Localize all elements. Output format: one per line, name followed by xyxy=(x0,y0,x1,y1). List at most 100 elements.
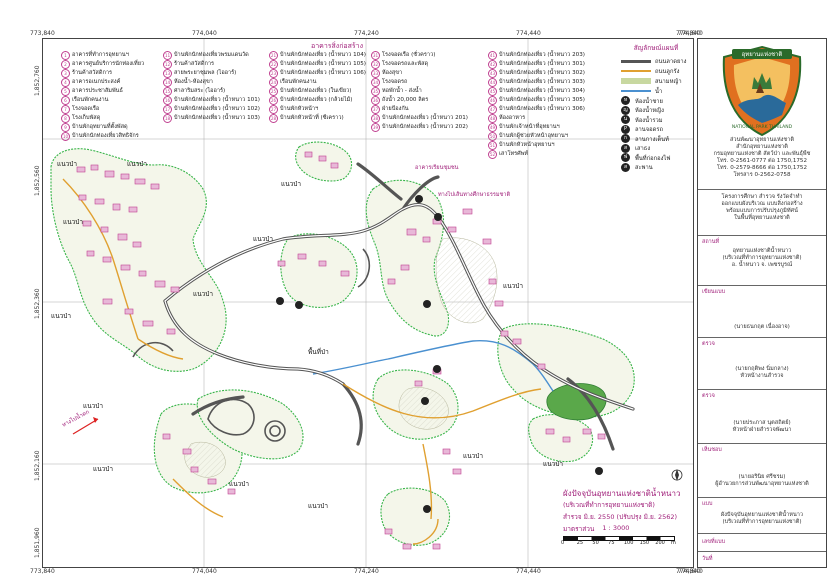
legend-item-label: บ้านพักนักท่องเที่ยว (น้ำหนาว 104) xyxy=(280,51,366,58)
symbol-label: เสาธง xyxy=(635,146,651,153)
drafter-name: (นายธนกฤต เนื่องอาจ) xyxy=(734,324,790,330)
legend-item-label: บ้านพักนักท่องเที่ยว (น้ำหนาว 102) xyxy=(174,105,260,112)
bottom-coordinate: 774,840 xyxy=(676,568,701,575)
legend-number-badge: 8 xyxy=(61,114,70,123)
drawing-section: แบบ ผังปัจจุบันอุทยานแห่งชาติน้ำหนาว (บร… xyxy=(698,497,826,534)
project-section: โครงการศึกษา สำรวจ รังวัดจำทำ ออกแบบผังบ… xyxy=(698,189,826,236)
legend-item-label: เรือนพักคนงาน xyxy=(280,78,317,85)
drawing-number-section: เลขที่แบบ xyxy=(698,533,826,552)
site-label: สถานที่ xyxy=(702,239,720,245)
symbol-label: ห้องน้ำหญิง xyxy=(635,108,664,115)
line-swatch-icon xyxy=(621,78,651,84)
legend-number-badge: 50 xyxy=(488,132,497,141)
legend-item-label: โรงจอดเรือ (ชั่วคราว) xyxy=(382,51,436,58)
map-symbol-icon: ส xyxy=(621,162,630,172)
site-section: สถานที่ อุทยานแห่งชาติน้ำหนาว (บริเวณที่… xyxy=(698,235,826,286)
forest-west xyxy=(50,148,227,372)
symbol-label: สะพาน xyxy=(635,165,653,172)
scale-tick-label: 200 xyxy=(655,540,665,546)
symbol-icon-row: ส สะพาน xyxy=(621,162,691,173)
map-icons xyxy=(276,195,603,513)
symbol-label: ห้องน้ำชาย xyxy=(635,98,663,105)
symbol-label: ถนนลูกรัง xyxy=(655,69,680,75)
site-map[interactable] xyxy=(43,39,693,567)
legend-number-badge: 14 xyxy=(163,78,172,87)
bottom-coordinate: 774,440 xyxy=(516,568,541,575)
legend-number-badge: 13 xyxy=(163,69,172,78)
forest-label: แนวป่า xyxy=(503,282,524,290)
symbol-line-row: สนามหญ้า xyxy=(621,76,691,86)
symbol-line-row: ถนนลูกรัง xyxy=(621,66,691,76)
forest-label: แนวป่า xyxy=(543,460,564,468)
symbol-label: ถนนลาดยาง xyxy=(655,59,687,65)
project-line: ในพื้นที่อุทยานแห่งชาติ xyxy=(734,215,790,221)
drafter-label: เขียนแบบ xyxy=(702,289,726,295)
legend-number-badge: 16 xyxy=(163,96,172,105)
legend-item-label: บ้านพักนักท่องเที่ยว (น้ำหนาว 203) xyxy=(499,51,585,58)
forest-label: แนวป่า xyxy=(463,452,484,460)
symbol-label: ลานจอดรถ xyxy=(635,127,664,134)
legend-number-badge: 31 xyxy=(371,51,380,60)
top-coordinate: 774,440 xyxy=(516,30,541,37)
forest-label: แนวป่า xyxy=(308,502,329,510)
forest-label: แนวป่า xyxy=(93,465,114,473)
legend-item-label: ฝ่ายป้องกัน xyxy=(382,105,409,112)
scale-value: 1 : 3000 xyxy=(602,524,630,532)
legend-number-badge: 22 xyxy=(269,60,278,69)
legend-number-badge: 6 xyxy=(61,96,70,105)
scale-tick-label: 100 xyxy=(623,540,634,546)
map-symbol-icon: P xyxy=(621,124,630,134)
approver-name: (นายอรินิย ศรีชรม) xyxy=(738,474,786,480)
legend-item-label: บ้านพักเจ้าหน้าที่อุทยานฯ xyxy=(499,123,560,130)
forest-label: แนวป่า xyxy=(63,218,84,226)
fax-line: โทรสาร 0-2562-0758 xyxy=(733,172,791,178)
legend-item-label: ห้องสุขา xyxy=(382,69,403,76)
map-symbol-icon: ห xyxy=(621,96,630,106)
checker-label: ตรวจ xyxy=(702,341,715,347)
symbol-line-row: น้ำ xyxy=(621,86,691,96)
drafter-section: เขียนแบบ (นายธนกฤต เนื่องอาจ) xyxy=(698,285,826,338)
legend-number-badge: 52 xyxy=(488,150,497,159)
approver-role: ผู้อำนวยการส่วนพัฒนาอุทยานแห่งชาติ xyxy=(715,481,809,487)
legend-number-badge: 15 xyxy=(163,87,172,96)
symbol-icon-row: นห้องน้ำรวม xyxy=(621,115,691,125)
legend-number-badge: 24 xyxy=(269,78,278,87)
legend-item-label: บ้านพักผู้ช่วยหัวหน้าอุทยานฯ xyxy=(499,132,568,139)
legend-number-badge: 9 xyxy=(61,123,70,132)
legend-number-badge: 47 xyxy=(488,105,497,114)
legend-number-badge: 51 xyxy=(488,141,497,150)
legend-item-label: บ้านพักนักท่องเที่ยว (ในเขียว) xyxy=(280,87,352,94)
forest-label: แนวป่า xyxy=(51,312,72,320)
legend-item-label: บ้านพักนักท่องเที่ยว (น้ำหนาว 106) xyxy=(280,69,366,76)
legend-item-label: บ้านพักหัวหน้าอุทยานฯ xyxy=(499,141,555,148)
legend-number-badge: 43 xyxy=(488,69,497,78)
checker2-section: ตรวจ (นายประภาส นุตสถิตย์) หัวหน้าฝ่ายสำ… xyxy=(698,389,826,444)
legend-number-badge: 21 xyxy=(269,51,278,60)
legend-item-label: ศาลาริมสระ (ไออาร์) xyxy=(174,87,226,94)
bottom-coordinate: 773,840 xyxy=(30,568,55,575)
forest-label: แนวป่า xyxy=(229,480,250,488)
legend-number-badge: 35 xyxy=(371,87,380,96)
